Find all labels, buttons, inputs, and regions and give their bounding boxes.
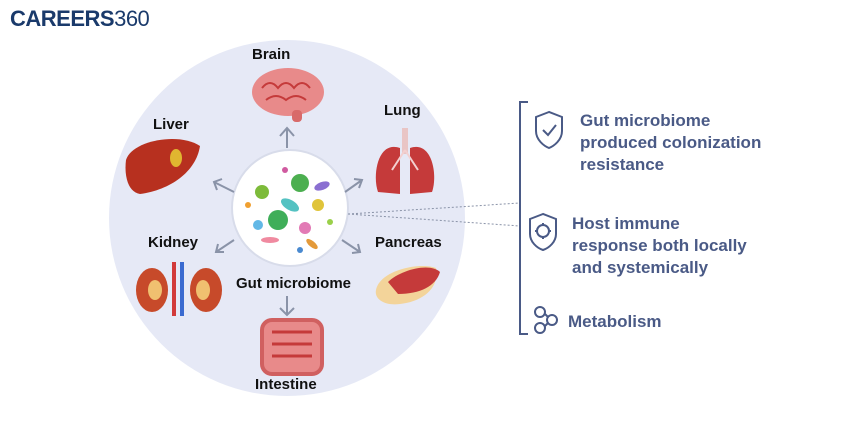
shield-check-icon [535,110,563,150]
organ-label-pancreas: Pancreas [375,234,442,251]
brain-icon [252,68,324,122]
arrows [212,126,364,317]
liver-icon [125,138,200,194]
benefit-colonization: Gut microbiome produced colonization res… [580,111,762,174]
intestine-icon [260,318,324,376]
kidney-icon [136,262,222,316]
organ-label-kidney: Kidney [148,234,199,251]
hub-label: Gut microbiome [236,275,352,292]
lung-icon [375,128,435,194]
connector-lines [347,202,521,227]
organ-label-intestine: Intestine [255,376,317,393]
microbiome-icon [231,149,349,267]
benefit-immune: Host immune response both locally and sy… [572,214,747,277]
organ-label-liver: Liver [153,116,189,133]
shield-virus-icon [529,212,557,252]
molecule-icon [534,306,558,334]
organ-label-brain: Brain [252,46,291,63]
benefit-metabolism: Metabolism [568,312,662,331]
organ-label-lung: Lung [384,102,421,119]
benefits-bracket [519,101,528,335]
brand-logo: CAREERS360 [10,6,150,31]
pancreas-icon [375,266,440,305]
